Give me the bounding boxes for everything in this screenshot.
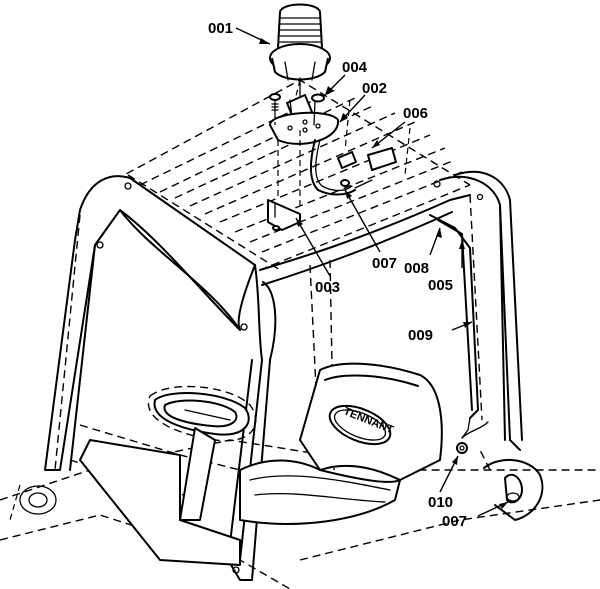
callout-003: 003: [315, 279, 340, 296]
operator-seat: TENNANT: [239, 362, 443, 525]
callout-006: 006: [403, 105, 428, 122]
callout-010: 010: [428, 494, 453, 511]
callout-001: 001: [208, 20, 233, 37]
beacon-wiring: [309, 139, 544, 521]
beacon-light: [269, 3, 331, 101]
wire-harness-channel: [429, 214, 489, 439]
callout-005: 005: [428, 277, 453, 294]
callout-007-lower: 007: [442, 513, 467, 530]
steering-assembly: [79, 385, 257, 566]
callout-008: 008: [404, 260, 429, 277]
callout-002: 002: [362, 80, 387, 97]
callout-007-upper: 007: [372, 255, 397, 272]
callout-004: 004: [342, 59, 368, 76]
leader-lines: [235, 27, 509, 517]
callout-009: 009: [408, 327, 433, 344]
callout-labels: 001 004 002 006 007 008 005 003 009 010 …: [208, 20, 467, 530]
beacon-mount: [267, 93, 340, 231]
